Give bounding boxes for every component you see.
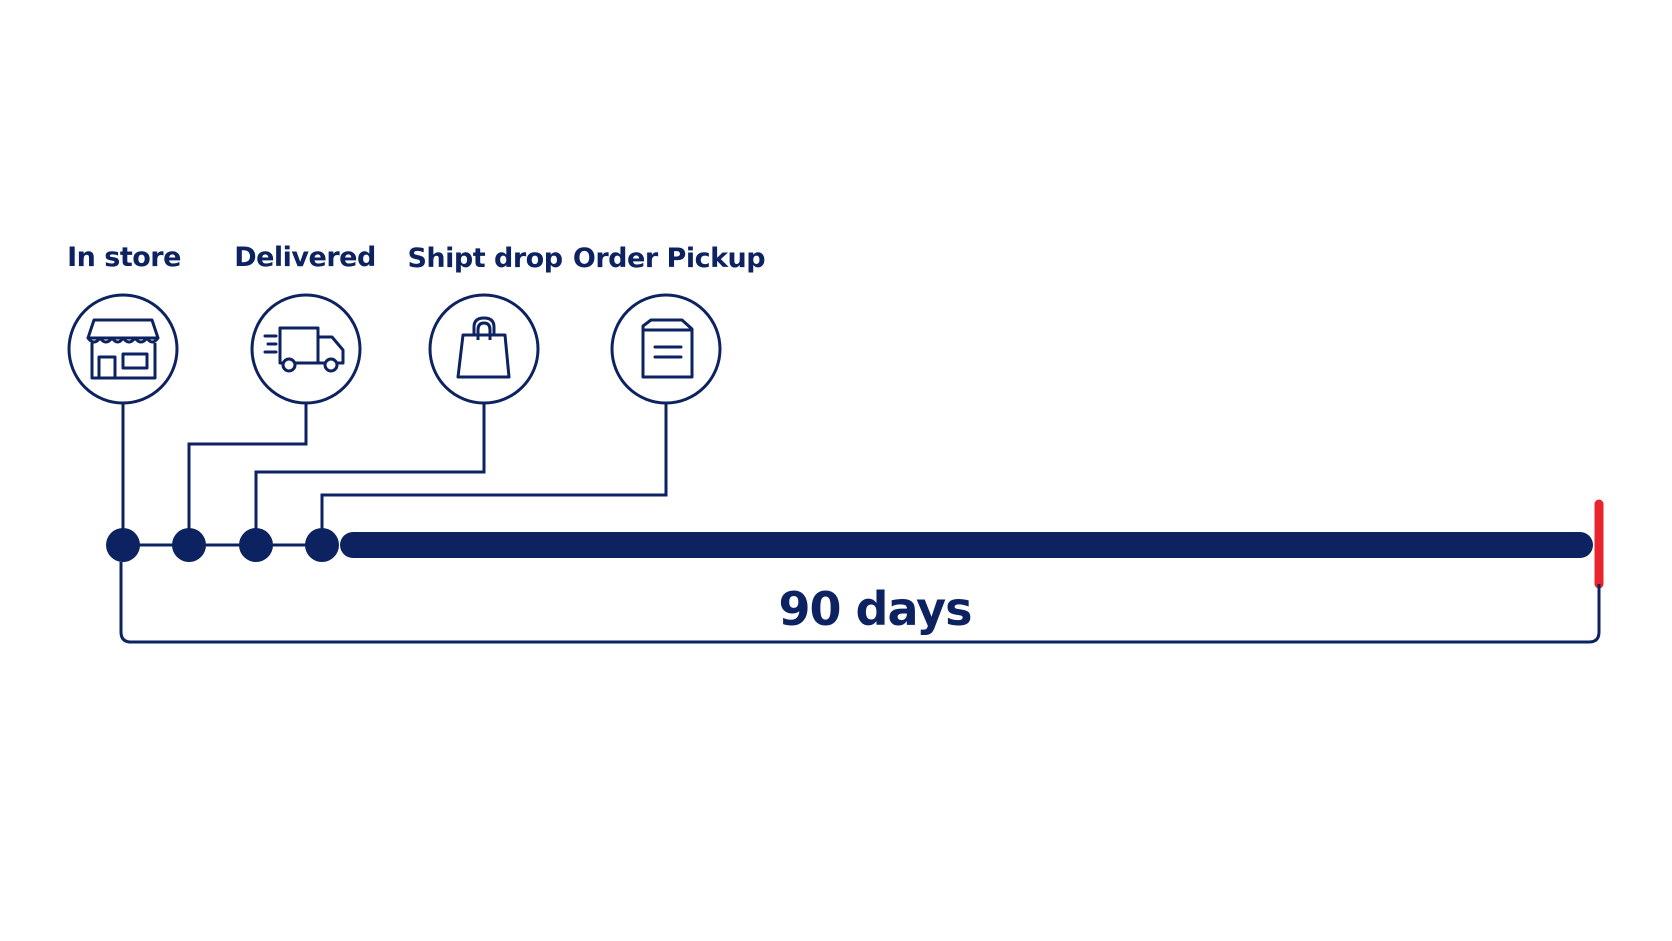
timeline-dot-delivered bbox=[172, 528, 206, 562]
channel-label-delivered: Delivered bbox=[234, 242, 376, 273]
timeline-dot-in-store bbox=[106, 528, 140, 562]
storefront-icon bbox=[86, 318, 160, 380]
channel-label-order-pickup: Order Pickup bbox=[573, 243, 765, 274]
channel-icon-in-store bbox=[67, 293, 179, 405]
timeline bbox=[106, 499, 1604, 589]
channel-icon-shipt-drop bbox=[428, 293, 540, 405]
channel-icon-order-pickup bbox=[610, 293, 722, 405]
timeline-dot-order-pickup bbox=[305, 528, 339, 562]
duration-bracket bbox=[119, 562, 1601, 644]
shopping-bag-icon bbox=[456, 316, 511, 379]
timeline-dot-shipt-drop bbox=[239, 528, 273, 562]
connector-lines bbox=[121, 403, 668, 544]
package-icon bbox=[641, 318, 694, 379]
connector-order-pickup bbox=[320, 403, 668, 544]
duration-label: 90 days bbox=[779, 582, 972, 636]
channel-icon-delivered bbox=[250, 293, 362, 405]
connector-delivered bbox=[187, 403, 308, 544]
channel-label-in-store: In store bbox=[67, 242, 181, 273]
connector-shipt-drop bbox=[254, 403, 486, 544]
channel-label-shipt-drop: Shipt drop bbox=[407, 243, 562, 274]
delivery-truck-icon bbox=[263, 326, 345, 373]
